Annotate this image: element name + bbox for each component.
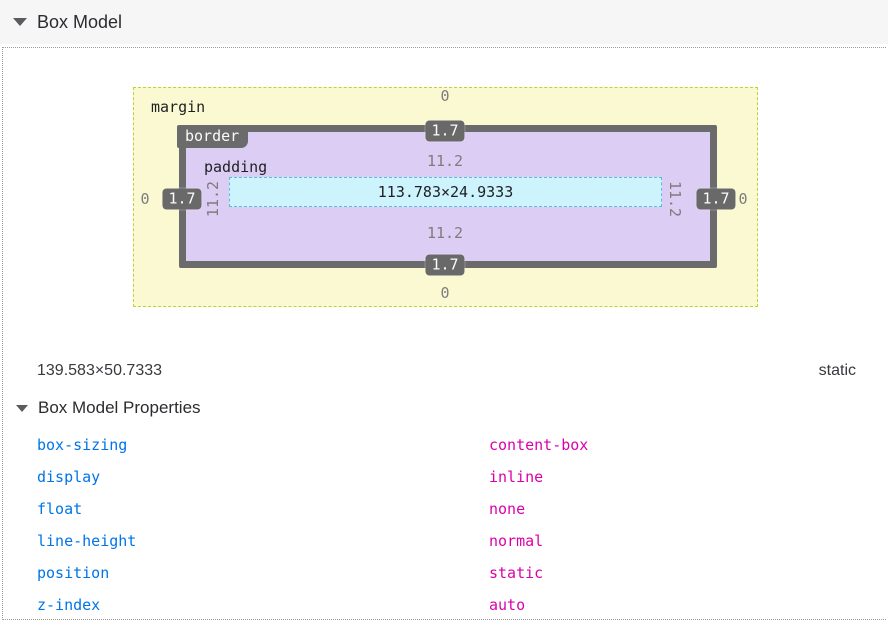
property-row: z-index auto [37, 589, 886, 621]
content-region[interactable]: 113.783×24.9333 [229, 177, 662, 207]
property-value: normal [489, 532, 544, 550]
property-value: none [489, 500, 526, 518]
border-left-value[interactable]: 1.7 [162, 188, 202, 210]
element-position: static [818, 362, 856, 379]
border-label: border [177, 125, 249, 148]
property-name: line-height [37, 532, 137, 550]
property-name: box-sizing [37, 436, 128, 454]
box-model-panel: 113.783×24.9333 margin border padding 0 … [2, 47, 886, 620]
property-row: line-height normal [37, 525, 886, 557]
property-name: position [37, 564, 110, 582]
properties-title: Box Model Properties [38, 398, 201, 417]
panel-title: Box Model [37, 11, 123, 32]
property-row: display inline [37, 461, 886, 493]
property-value: content-box [489, 436, 589, 454]
element-dimensions: 139.583×50.7333 [37, 362, 163, 379]
property-row: float none [37, 493, 886, 525]
property-name: display [37, 468, 101, 486]
border-right-value[interactable]: 1.7 [696, 188, 736, 210]
property-row: box-sizing content-box [37, 429, 886, 461]
padding-top-value[interactable]: 11.2 [426, 152, 464, 170]
property-row: position static [37, 557, 886, 589]
border-region[interactable]: 113.783×24.9333 [179, 125, 717, 268]
property-value: auto [489, 596, 526, 614]
content-dimensions: 113.783×24.9333 [377, 183, 514, 201]
margin-right-value[interactable]: 0 [738, 190, 748, 208]
padding-bottom-value[interactable]: 11.2 [426, 224, 464, 242]
border-top-value[interactable]: 1.7 [425, 120, 465, 142]
property-name: z-index [37, 596, 101, 614]
padding-region[interactable]: 113.783×24.9333 [186, 132, 710, 261]
element-summary: 139.583×50.7333 static [37, 362, 856, 380]
margin-label: margin [151, 98, 206, 116]
property-value: static [489, 564, 544, 582]
border-bottom-value[interactable]: 1.7 [425, 254, 465, 276]
box-model-diagram: 113.783×24.9333 margin border padding 0 … [3, 48, 887, 368]
box-model-properties-header[interactable]: Box Model Properties [16, 398, 201, 418]
property-value: inline [489, 468, 544, 486]
margin-top-value[interactable]: 0 [440, 87, 450, 105]
margin-bottom-value[interactable]: 0 [440, 284, 450, 302]
margin-left-value[interactable]: 0 [140, 190, 150, 208]
padding-label: padding [204, 158, 268, 176]
collapse-arrow-icon[interactable] [16, 404, 28, 412]
padding-left-value[interactable]: 11.2 [204, 180, 222, 218]
padding-right-value[interactable]: 11.2 [666, 180, 684, 218]
property-name: float [37, 500, 83, 518]
box-model-header[interactable]: Box Model [0, 0, 888, 44]
collapse-arrow-icon[interactable] [13, 18, 27, 26]
properties-list: box-sizing content-box display inline fl… [37, 429, 886, 621]
